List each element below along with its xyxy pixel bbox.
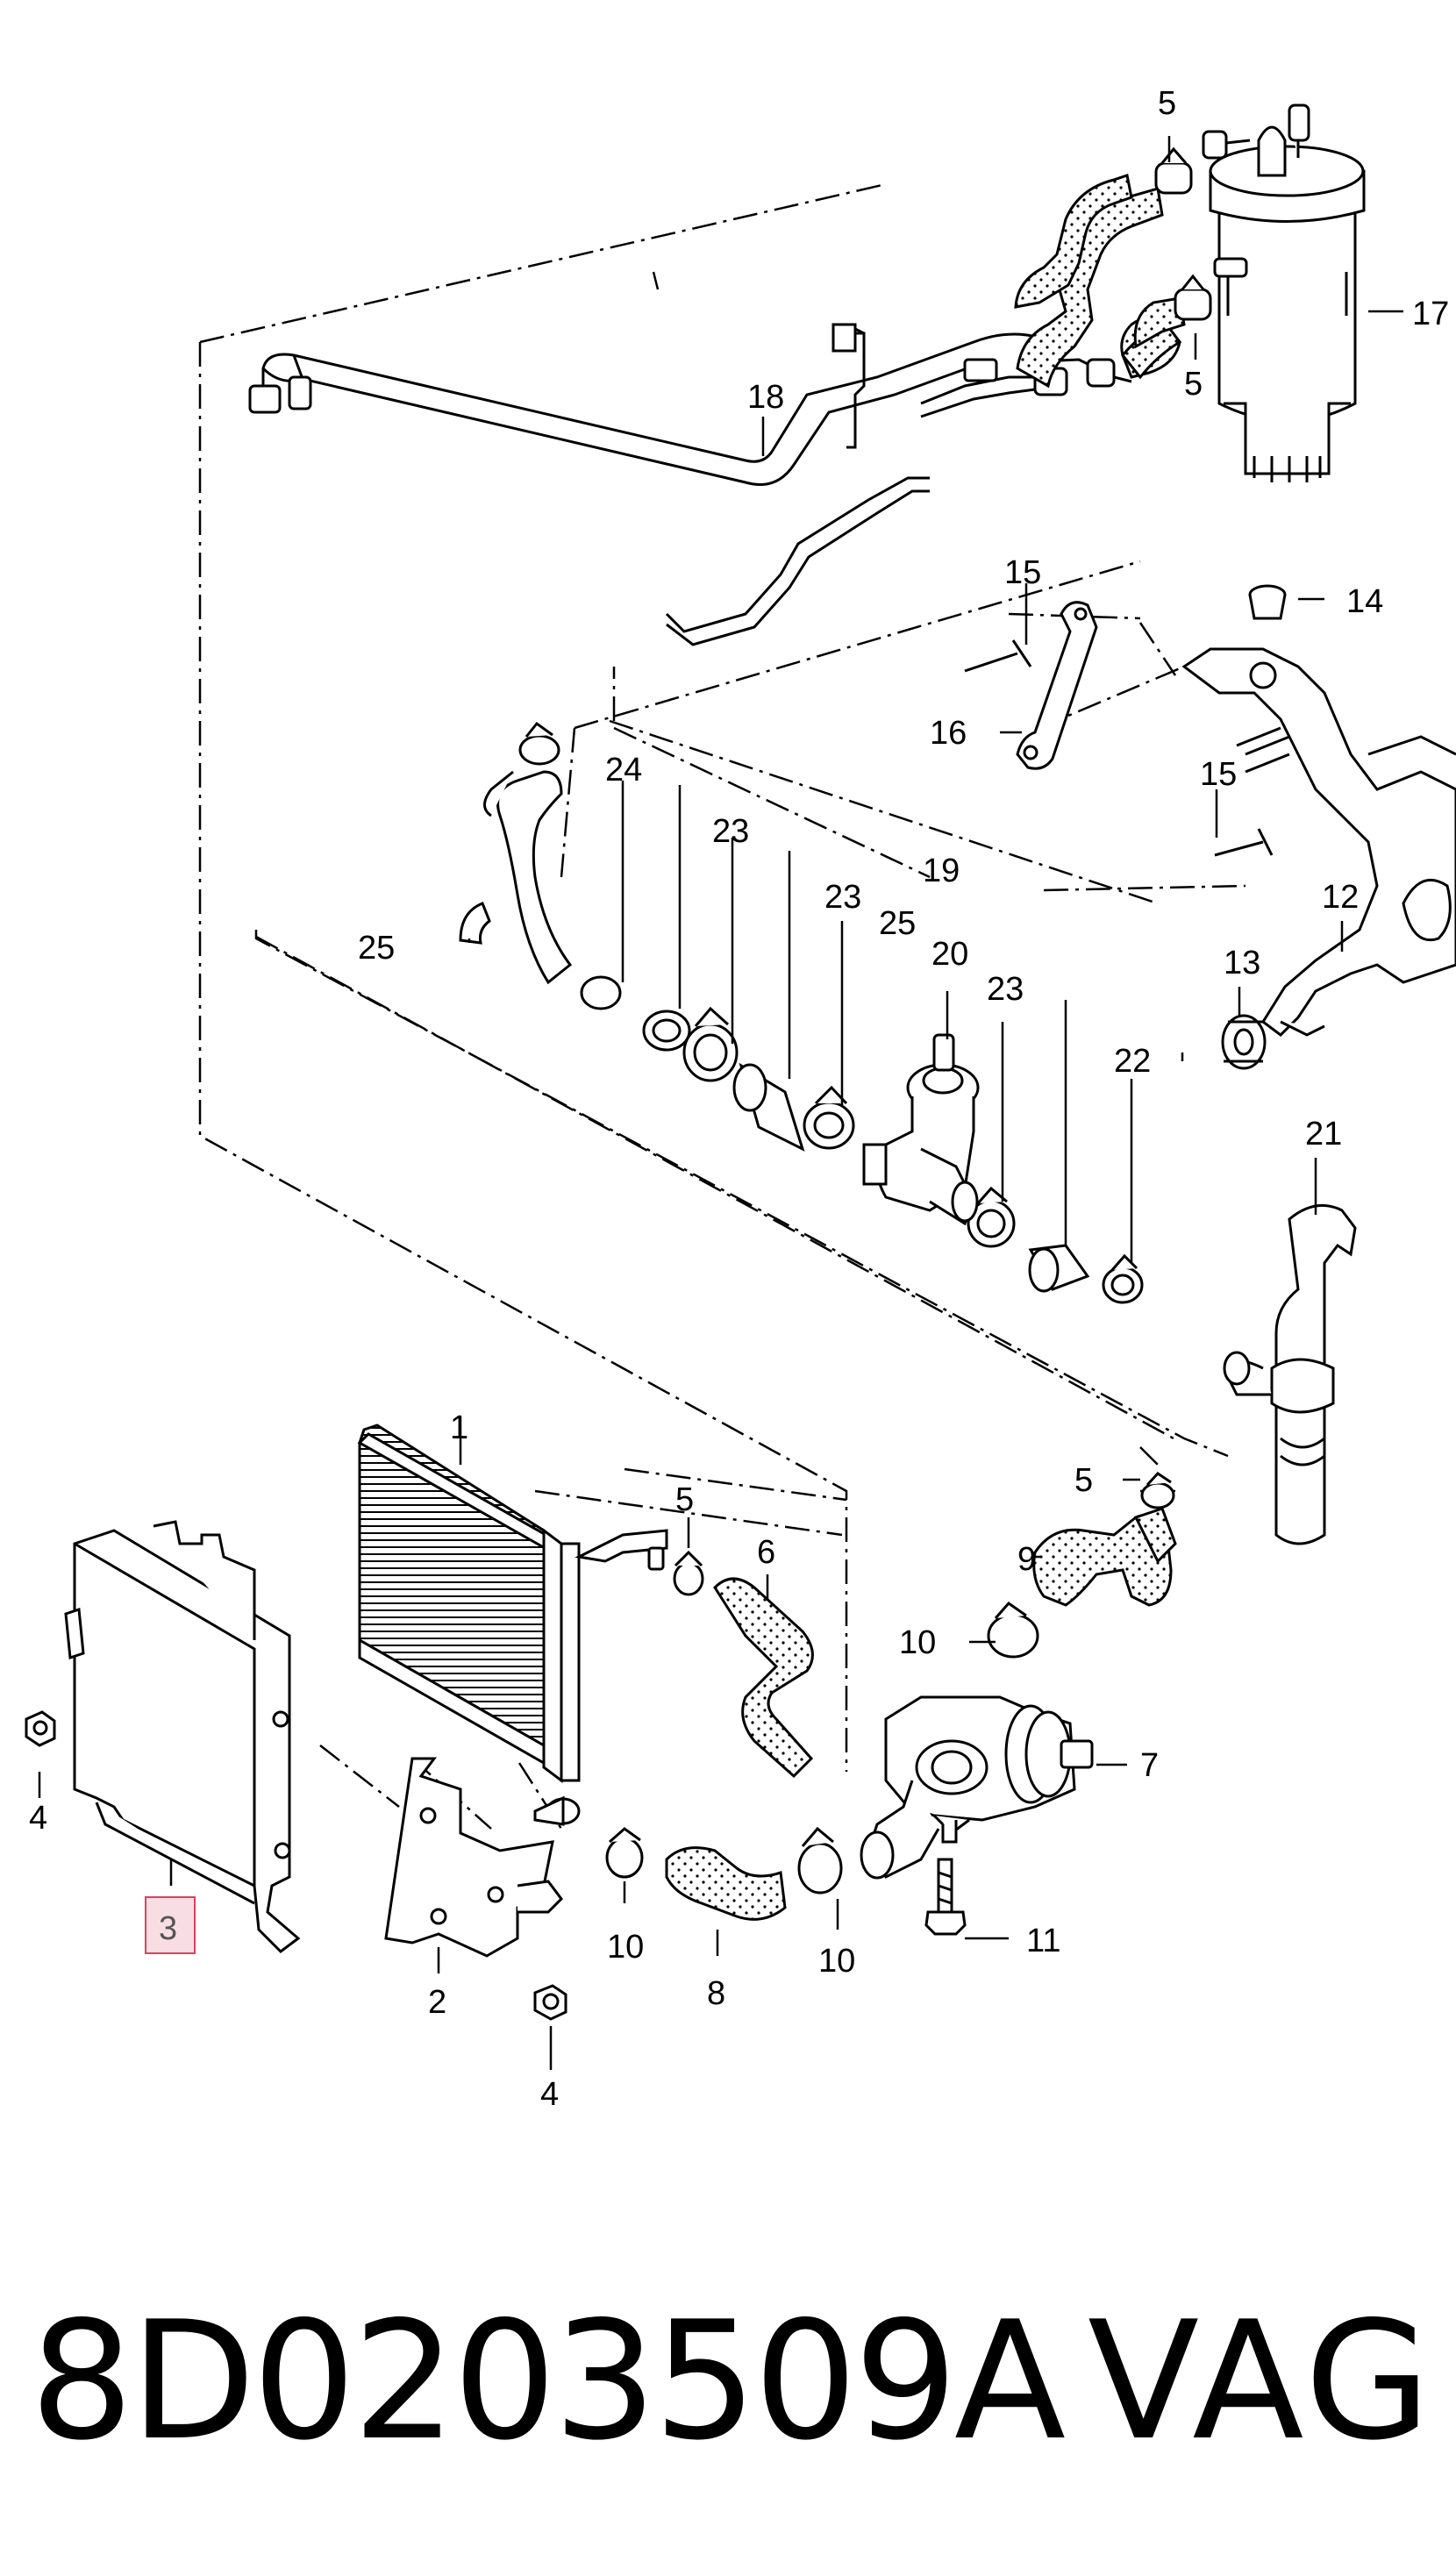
callout-23a: 23 <box>712 813 749 850</box>
callout-3: 3 <box>159 1910 177 1947</box>
callout-6: 6 <box>757 1534 775 1571</box>
callout-10c: 10 <box>818 1943 855 1980</box>
callout-11: 11 <box>1026 1923 1060 1959</box>
callout-16: 16 <box>930 715 967 752</box>
callout-12: 12 <box>1322 879 1359 916</box>
callout-5c: 5 <box>675 1481 694 1518</box>
radiator-cover-part-3 <box>64 1520 301 1953</box>
hose-sections <box>732 1062 1090 1293</box>
rivets <box>964 639 1290 857</box>
washer <box>1221 1014 1267 1070</box>
support-strap <box>1016 601 1098 770</box>
callout-14: 14 <box>1346 583 1383 620</box>
auxiliary-radiator <box>357 1424 668 1826</box>
dotted-hoses-lower <box>665 1507 1177 1921</box>
nuts <box>25 1710 567 2021</box>
callout-10a: 10 <box>899 1624 936 1661</box>
mounting-bracket <box>1181 647 1456 1037</box>
callout-4b: 4 <box>540 2076 559 2113</box>
callout-25a: 25 <box>358 930 395 967</box>
callout-2: 2 <box>428 1984 446 2021</box>
callout-5a: 5 <box>1158 85 1176 122</box>
callout-7: 7 <box>1140 1747 1159 1784</box>
brand-caption: VAG <box>1088 2286 1435 2476</box>
filter-hose-clamps <box>1154 146 1212 321</box>
callout-22: 22 <box>1114 1043 1151 1080</box>
part-number-caption: 8D0203509A <box>30 2286 1066 2476</box>
hose-clamps-row <box>459 721 1144 1304</box>
callout-13: 13 <box>1224 945 1260 981</box>
fuel-lines <box>261 327 1132 646</box>
callout-23c: 23 <box>987 971 1024 1008</box>
rubber-grommet <box>1248 584 1287 620</box>
hose-clamps-lower <box>605 1472 1175 1895</box>
callout-21: 21 <box>1305 1116 1342 1152</box>
exploded-parts-diagram: 1 2 3 4 4 5 5 5 5 6 7 8 9 10 10 10 11 12… <box>25 85 1456 2113</box>
callout-5b: 5 <box>1184 366 1203 403</box>
callout-24: 24 <box>605 752 642 788</box>
callout-5d: 5 <box>1074 1462 1093 1499</box>
callout-17: 17 <box>1412 296 1449 332</box>
callout-1: 1 <box>450 1409 468 1446</box>
flange-pipe <box>1223 1203 1357 1545</box>
callout-labels: 1 2 3 4 4 5 5 5 5 6 7 8 9 10 10 10 11 12… <box>29 85 1449 2113</box>
highlight-badge <box>145 1896 196 1954</box>
callout-15b: 15 <box>1200 756 1237 793</box>
callout-20: 20 <box>931 936 968 973</box>
assembly-lines <box>198 182 1246 1830</box>
callout-25b: 25 <box>879 905 916 942</box>
check-valve <box>862 1033 980 1226</box>
callout-10b: 10 <box>607 1929 644 1966</box>
callout-9: 9 <box>1017 1541 1036 1578</box>
callout-4a: 4 <box>29 1800 47 1837</box>
auxiliary-water-pump <box>860 1695 1094 1880</box>
coolant-hose-top <box>483 770 573 985</box>
callout-8: 8 <box>707 1975 725 2012</box>
bolt <box>924 1858 967 1936</box>
leader-lines <box>38 136 1403 2070</box>
callout-23b: 23 <box>824 879 861 916</box>
callout-19: 19 <box>923 853 960 889</box>
radiator-mounting-plate <box>384 1757 563 1958</box>
filter-hoses <box>1014 174 1186 389</box>
callout-15a: 15 <box>1004 554 1041 591</box>
callout-18: 18 <box>747 379 784 416</box>
fuel-filter <box>1202 103 1366 482</box>
